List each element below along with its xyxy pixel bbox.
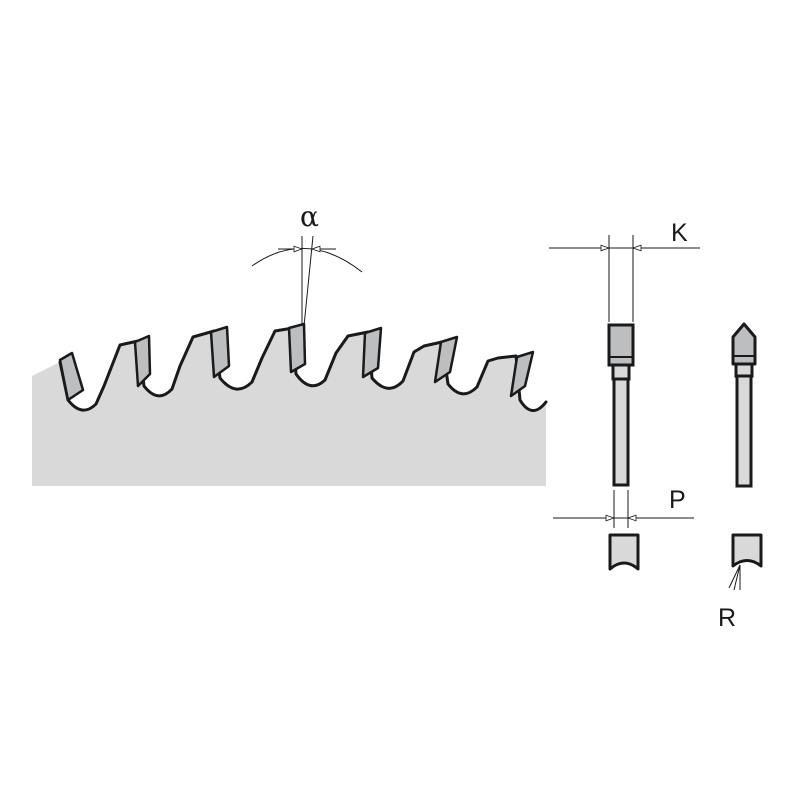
plate-dimension bbox=[553, 490, 694, 528]
angle-indicator bbox=[251, 235, 363, 327]
side-view: R bbox=[718, 322, 763, 632]
side-plate bbox=[735, 374, 753, 488]
front-seat bbox=[611, 363, 631, 381]
carbide-tip-6 bbox=[433, 335, 459, 384]
carbide-tip-1 bbox=[58, 351, 85, 402]
kerf-label: K bbox=[671, 219, 688, 247]
angle-inclined-line bbox=[303, 235, 314, 327]
carbide-tip-3 bbox=[209, 325, 231, 379]
front-plate bbox=[612, 377, 630, 487]
side-tooth-section bbox=[731, 533, 763, 568]
angle-arc bbox=[251, 248, 363, 273]
side-tip bbox=[731, 322, 757, 366]
tooth-profile-outline bbox=[58, 326, 548, 412]
carbide-tip-4 bbox=[287, 322, 307, 374]
kerf-dimension bbox=[549, 235, 700, 322]
carbide-tips bbox=[58, 322, 535, 402]
carbide-tip-7 bbox=[509, 350, 535, 398]
angle-label: α bbox=[300, 200, 319, 233]
front-tooth-section bbox=[608, 533, 640, 571]
radius-label: R bbox=[718, 604, 736, 632]
side-seat bbox=[734, 362, 754, 378]
carbide-tip-5 bbox=[361, 326, 383, 379]
blade-profile bbox=[32, 322, 548, 486]
front-tip bbox=[607, 323, 635, 367]
blade-body bbox=[32, 328, 546, 486]
radius-pointer bbox=[728, 564, 741, 591]
carbide-tip-2 bbox=[133, 334, 152, 388]
front-view: K P bbox=[549, 219, 700, 571]
plate-label: P bbox=[669, 486, 686, 514]
